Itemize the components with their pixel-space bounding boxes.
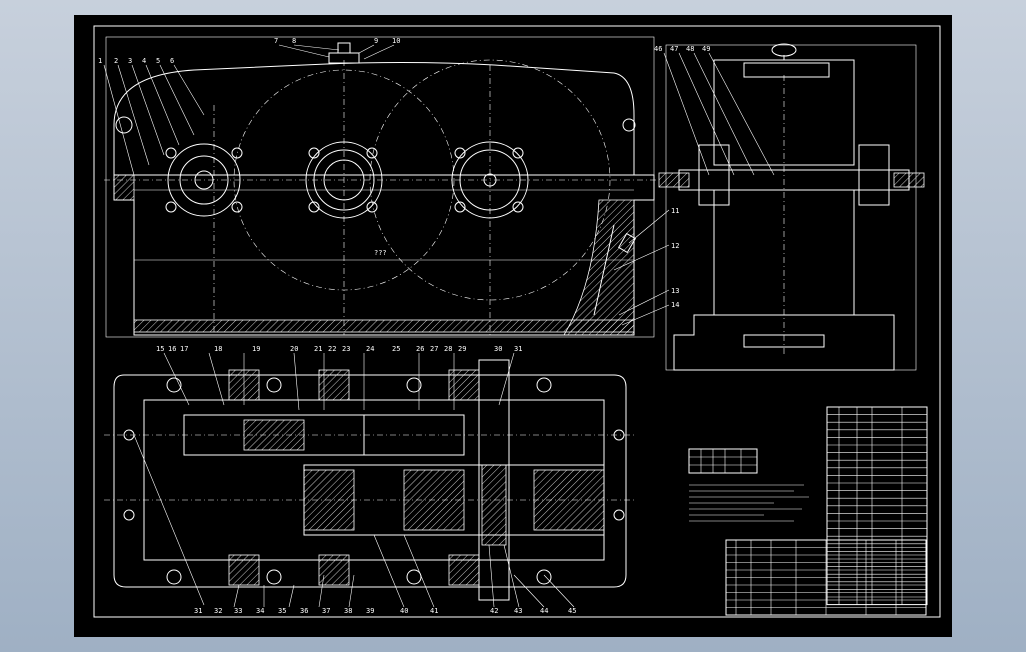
title-block [725,539,927,616]
label-47: 47 [670,45,678,53]
svg-text:34: 34 [256,607,264,615]
front-view: 1 2 3 4 5 6 7 8 9 10 11 12 13 14 ??? [98,36,679,338]
svg-text:15: 15 [156,345,164,353]
label-4: 4 [142,57,146,65]
svg-text:43: 43 [514,607,522,615]
svg-text:29: 29 [458,345,466,353]
svg-text:37: 37 [322,607,330,615]
base-flange [133,319,635,333]
side-base [673,314,895,371]
label-46: 46 [654,45,662,53]
svg-text:21: 21 [314,345,322,353]
svg-text:31: 31 [194,607,202,615]
spec-table [688,448,758,474]
svg-text:25: 25 [392,345,400,353]
svg-text:35: 35 [278,607,286,615]
front-view-frame [105,36,655,338]
svg-text:24: 24 [366,345,374,353]
spec-table-border [688,448,758,474]
side-view-frame [665,44,917,371]
vent-knob [771,43,797,57]
svg-text:36: 36 [300,607,308,615]
vertical-shaft [478,359,510,601]
shaft-assembly [678,169,910,191]
svg-text:18: 18 [214,345,222,353]
svg-text:31: 31 [514,345,522,353]
svg-text:26: 26 [416,345,424,353]
label-7: 7 [274,37,278,45]
svg-text:22: 22 [328,345,336,353]
svg-text:44: 44 [540,607,548,615]
tech-notes [689,484,809,522]
label-48: 48 [686,45,694,53]
svg-text:27: 27 [430,345,438,353]
svg-text:38: 38 [344,607,352,615]
drawing-border [93,25,941,618]
dim-length: ??? [374,249,387,257]
gear-reducer-drawing: 1 2 3 4 5 6 7 8 9 10 11 12 13 14 ??? [93,25,941,618]
label-1: 1 [98,57,102,65]
svg-text:23: 23 [342,345,350,353]
top-view: 15 16 17 18 19 20 21 22 23 24 25 26 27 2… [104,345,634,615]
label-5: 5 [156,57,160,65]
oil-gauge-section [563,199,635,336]
label-10: 10 [392,37,400,45]
svg-text:33: 33 [234,607,242,615]
label-3: 3 [128,57,132,65]
svg-text:30: 30 [494,345,502,353]
label-49: 49 [702,45,710,53]
label-2: 2 [114,57,118,65]
svg-text:28: 28 [444,345,452,353]
parts-list [826,406,928,606]
svg-text:32: 32 [214,607,222,615]
svg-text:20: 20 [290,345,298,353]
label-13: 13 [671,287,679,295]
label-12: 12 [671,242,679,250]
label-8: 8 [292,37,296,45]
housing-plan-outline [113,374,627,588]
svg-text:16: 16 [168,345,176,353]
label-14: 14 [671,301,679,309]
housing-top-outline [113,62,635,175]
drawing-sheet: 1 2 3 4 5 6 7 8 9 10 11 12 13 14 ??? [74,15,952,637]
svg-text:19: 19 [252,345,260,353]
svg-text:17: 17 [180,345,188,353]
svg-text:39: 39 [366,607,374,615]
svg-text:45: 45 [568,607,576,615]
label-6: 6 [170,57,174,65]
label-9: 9 [374,37,378,45]
svg-text:42: 42 [490,607,498,615]
side-view: 46 47 48 49 [654,43,925,371]
vent-plug [337,42,351,54]
svg-text:40: 40 [400,607,408,615]
label-11: 11 [671,207,679,215]
svg-text:41: 41 [430,607,438,615]
